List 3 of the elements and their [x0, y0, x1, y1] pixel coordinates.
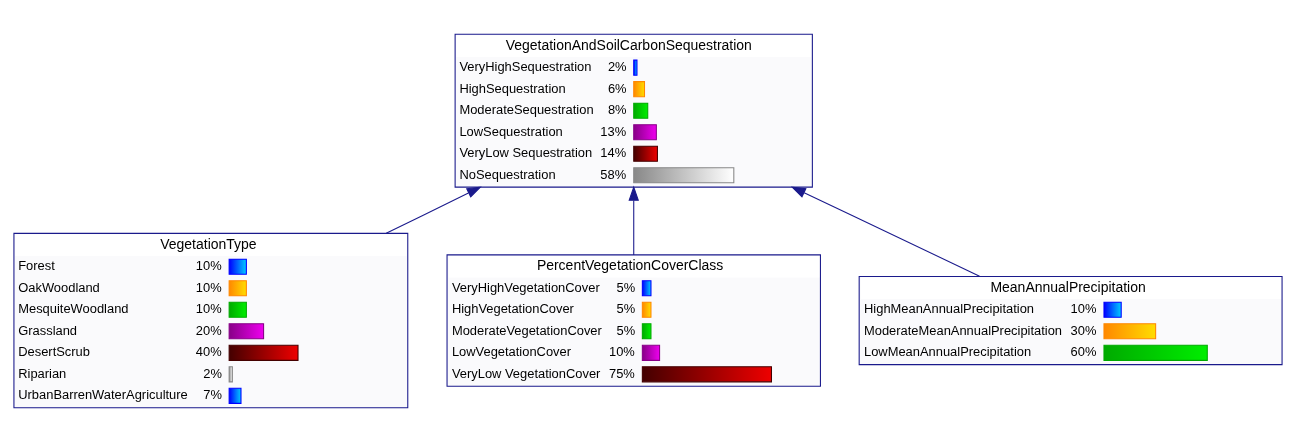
arrow: [385, 185, 482, 234]
arrow: [628, 185, 640, 255]
arrow: [790, 185, 981, 277]
